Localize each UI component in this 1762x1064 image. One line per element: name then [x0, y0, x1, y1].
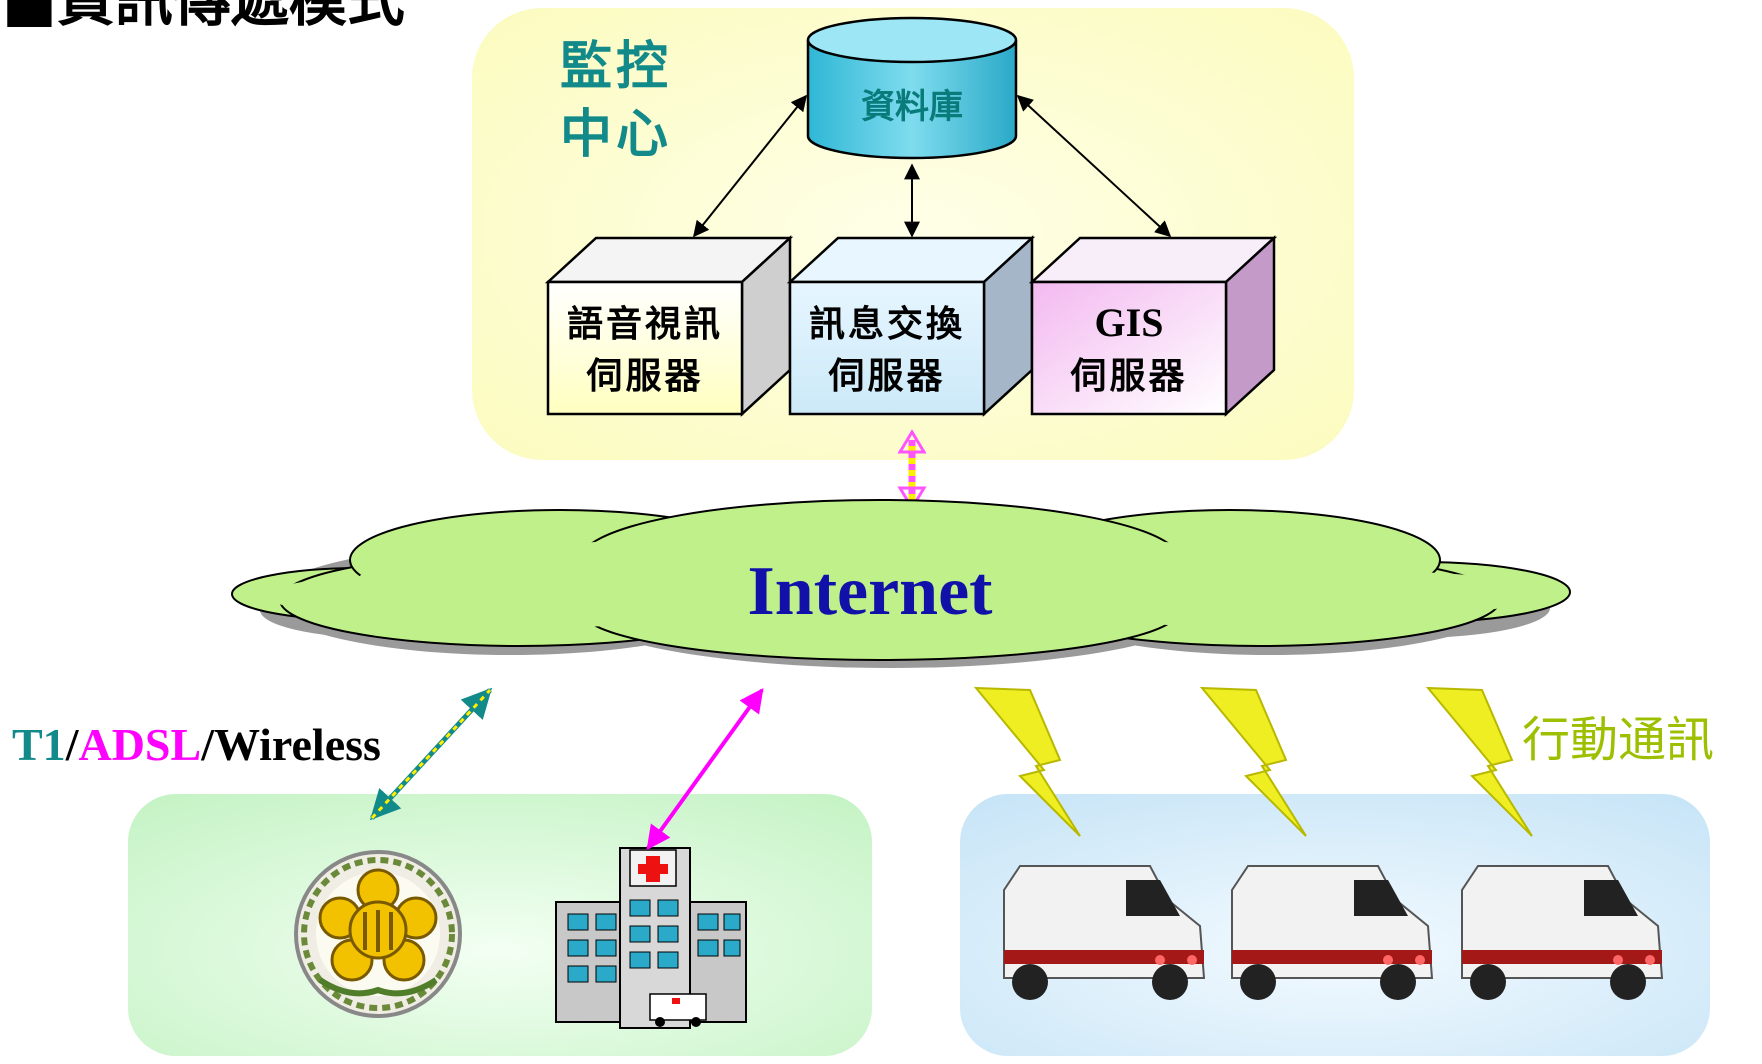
- db-to-gis-arrow: [1016, 94, 1172, 238]
- health-department-seal-icon: [294, 850, 462, 1018]
- health-agency-panel: [128, 794, 872, 1056]
- ambulance-icon-2: [1231, 865, 1434, 1000]
- message-exchange-server-box: [786, 235, 1036, 417]
- message-exchange-server-label-2: 伺服器: [827, 355, 945, 397]
- adsl-link-arrow-hospital: [646, 688, 764, 850]
- t1-label: T1: [12, 719, 66, 770]
- gis-server-label-1: GIS: [1095, 300, 1164, 345]
- link-separator-1: /: [65, 719, 80, 770]
- lightning-icon-1: [973, 686, 1081, 837]
- center-internet-link: [897, 429, 927, 511]
- wired-link-arrow-seal: [369, 687, 493, 821]
- internet-cloud-icon: [231, 499, 1571, 668]
- control-center-label-1: 監控: [560, 36, 672, 97]
- db-to-voice-arrow: [693, 94, 807, 238]
- adsl-label: ADSL: [78, 719, 201, 770]
- internet-label: Internet: [748, 553, 993, 630]
- voice-video-server-box: [544, 235, 794, 417]
- wireless-label: Wireless: [214, 719, 381, 770]
- gis-server-box: [1028, 235, 1278, 417]
- ambulance-icon-3: [1461, 865, 1664, 1000]
- link-separator-2: /: [200, 719, 215, 770]
- control-center-label-2: 中心: [560, 104, 672, 165]
- database-label: 資料庫: [861, 87, 963, 127]
- page-title: ■資訊傳遞模式: [2, 0, 405, 34]
- hospital-icon: [555, 847, 747, 1029]
- lightning-icon-3: [1425, 686, 1533, 837]
- voice-video-server-label-1: 語音視訊: [567, 303, 723, 345]
- voice-video-server-label-2: 伺服器: [585, 355, 703, 397]
- lightning-icon-2: [1199, 686, 1307, 837]
- mobile-communication-label: 行動通訊: [1522, 712, 1714, 768]
- gis-server-label-2: 伺服器: [1069, 355, 1187, 397]
- link-types-label: T1/ADSL/Wireless: [12, 719, 381, 770]
- ambulance-icon-1: [1003, 865, 1206, 1000]
- message-exchange-server-label-1: 訊息交換: [809, 303, 965, 345]
- database-icon: [806, 16, 1018, 160]
